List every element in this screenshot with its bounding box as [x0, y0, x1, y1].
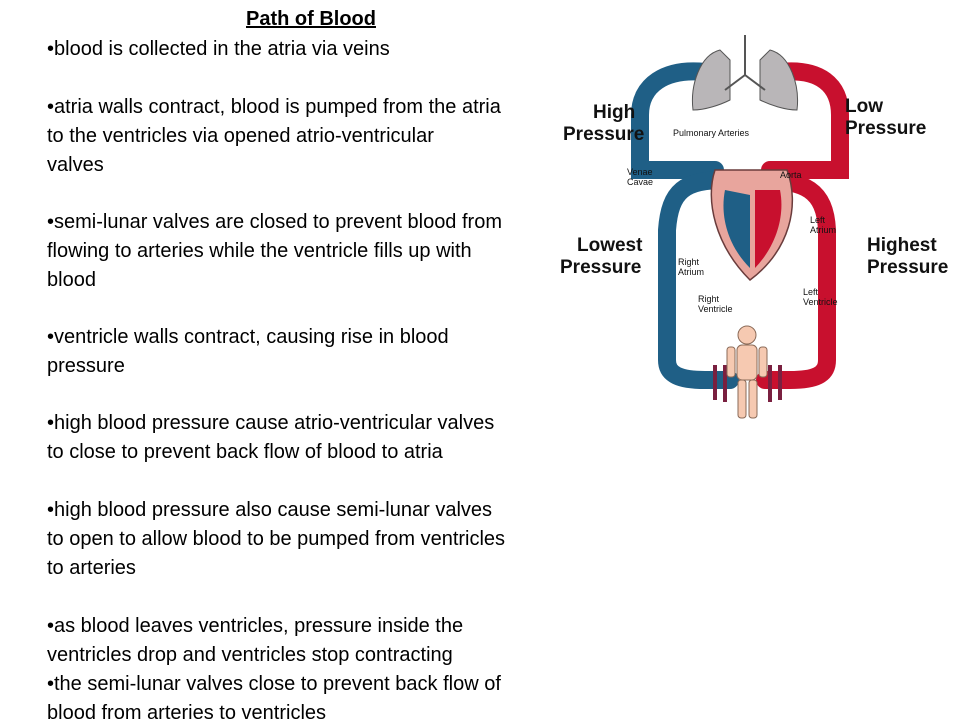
- bullet-2: •atria walls contract, blood is pumped f…: [47, 96, 501, 176]
- aorta-label: Aorta: [780, 170, 802, 180]
- bullet-4: •ventricle walls contract, causing rise …: [47, 326, 449, 377]
- pulmonary-vein-vessel: [761, 62, 849, 179]
- lungs: [691, 35, 799, 111]
- bullet-3: •semi-lunar valves are closed to prevent…: [47, 211, 502, 291]
- aorta-vessel: [751, 171, 836, 389]
- heart: [710, 169, 794, 281]
- human-figure: [726, 325, 768, 419]
- bullet-1: •blood is collected in the atria via vei…: [47, 38, 390, 60]
- bullet-5: •high blood pressure cause atrio-ventric…: [47, 412, 495, 463]
- page-title: Path of Blood: [246, 8, 376, 30]
- bullet-6: •high blood pressure also cause semi-lun…: [47, 499, 506, 579]
- body-capillaries: [713, 365, 782, 402]
- bullet-8: •the semi-lunar valves close to prevent …: [47, 673, 501, 724]
- venae-cavae-vessel: [658, 171, 739, 389]
- deoxygenated-vessel: [631, 62, 724, 179]
- pulmonary-arteries-label: Pulmonary Arteries: [673, 128, 750, 138]
- bullet-7: •as blood leaves ventricles, pressure in…: [47, 615, 464, 666]
